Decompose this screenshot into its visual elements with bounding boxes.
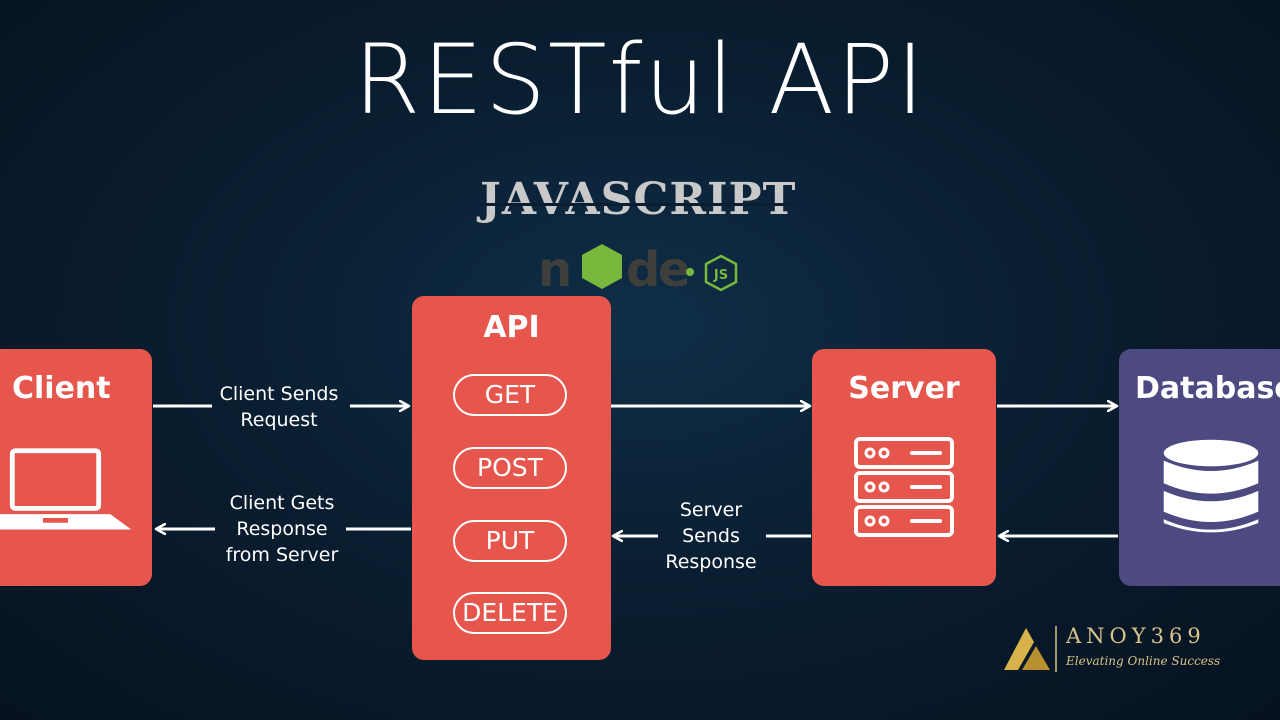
wordmark-strike — [480, 203, 790, 206]
database-node: Database — [1119, 349, 1280, 586]
api-label: API — [483, 310, 540, 345]
node-letter-n: n — [538, 242, 572, 292]
edge-label-client-request: Client Sends Request — [208, 381, 350, 433]
node-hexagon-icon — [582, 244, 622, 289]
page-title: RESTful API — [353, 24, 927, 136]
edge-label-line: from Server — [225, 544, 339, 566]
brand-name: ANOY369 — [1066, 624, 1206, 648]
client-label: Client — [12, 371, 111, 406]
node-letter-d: d — [626, 242, 660, 292]
brand-watermark: ANOY369 Elevating Online Success — [1000, 622, 1240, 678]
database-icon — [1163, 439, 1259, 533]
node-letter-e: e — [658, 242, 691, 292]
server-node: Server — [812, 349, 996, 586]
server-rack-icon — [854, 437, 954, 537]
javascript-wordmark: JAVASCRIPT — [480, 175, 795, 224]
edge-label-line: Server — [679, 499, 743, 521]
edge-label-line: Request — [240, 409, 318, 431]
brand-logo-icon — [1004, 626, 1057, 672]
edge-label-line: Client Sends — [219, 383, 339, 405]
js-badge-hexagon — [704, 254, 738, 292]
client-node: Client — [0, 349, 152, 586]
nodejs-logo: n d e JS — [538, 242, 738, 292]
edge-label-client-response: Client Gets Response from Server — [214, 490, 350, 568]
brand-tagline: Elevating Online Success — [1066, 654, 1221, 668]
edge-label-line: Client Gets — [229, 492, 335, 514]
method-get: GET — [453, 374, 567, 416]
laptop-icon — [0, 448, 132, 530]
edge-label-line: Response — [665, 551, 757, 573]
server-label: Server — [848, 371, 960, 406]
method-put: PUT — [453, 520, 567, 562]
edge-label-line: Response — [236, 518, 328, 540]
edge-label-server-response: Server Sends Response — [656, 497, 766, 575]
edge-label-line: Sends — [682, 525, 740, 547]
js-badge-label: JS — [713, 268, 728, 283]
database-label: Database — [1135, 371, 1280, 406]
node-dot — [686, 268, 694, 276]
method-post: POST — [453, 447, 567, 489]
api-node: API GET POST PUT DELETE — [412, 296, 611, 660]
javascript-label: JAVASCRIPT — [480, 174, 797, 225]
method-delete: DELETE — [453, 592, 567, 634]
